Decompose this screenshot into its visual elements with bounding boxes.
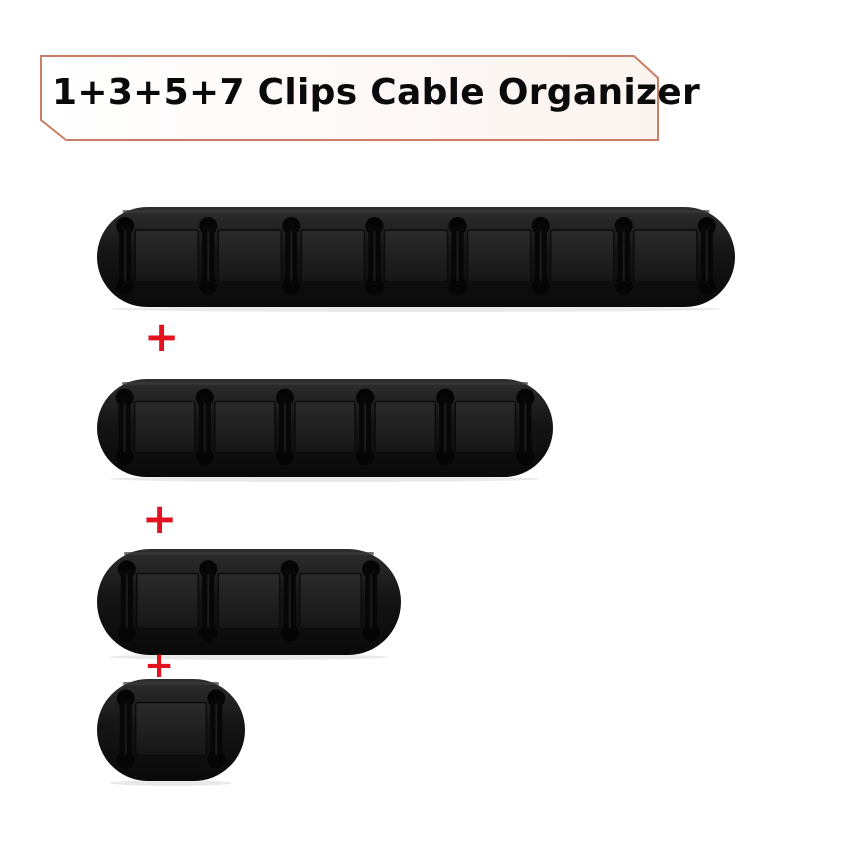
clip-segment [136, 572, 200, 630]
clip-segment [298, 572, 362, 630]
clip-segment [214, 400, 276, 454]
title-banner: 1+3+5+7 Clips Cable Organizer [38, 50, 700, 144]
clip-segment [374, 400, 436, 454]
clip-segment [454, 400, 517, 454]
clip-segment [134, 701, 208, 757]
clip-segment [300, 229, 366, 283]
seven-clip-organizer [96, 206, 736, 316]
clip-segment [134, 229, 199, 283]
clip-segment [133, 400, 196, 454]
clip-segment [466, 229, 532, 283]
page-title: 1+3+5+7 Clips Cable Organizer [52, 72, 701, 113]
plus-sign-2: + [142, 494, 178, 543]
clip-segment [549, 229, 615, 283]
plus-sign-1: + [144, 312, 180, 361]
three-clip-organizer [96, 548, 402, 664]
clip-segment [217, 572, 281, 630]
five-clip-organizer [96, 378, 554, 486]
plus-sign-3: + [144, 645, 175, 686]
clip-segment [633, 229, 698, 283]
banner-frame [40, 55, 659, 141]
clip-segment [294, 400, 356, 454]
one-clip-organizer [96, 678, 246, 790]
clip-segment [217, 229, 283, 283]
clip-segment [383, 229, 449, 283]
